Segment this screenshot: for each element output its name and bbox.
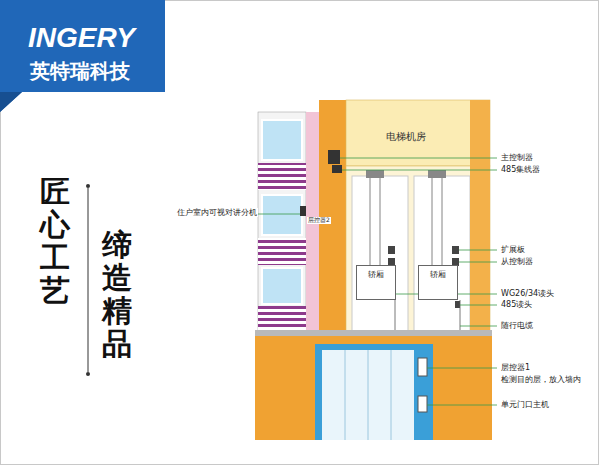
- travelling-cable: [395, 300, 396, 330]
- car-devices: [388, 246, 460, 308]
- ropes: [370, 178, 442, 265]
- floor-slab: [255, 330, 492, 336]
- elevator-car: 轿厢: [356, 265, 396, 300]
- callout-label: 住户室内可视对讲分机: [176, 208, 258, 217]
- node-label: 轿厢: [419, 269, 457, 280]
- callout-label: 层控器1: [500, 363, 531, 372]
- node-label: 轿厢: [357, 269, 395, 280]
- node-label: 电梯机房: [386, 130, 470, 144]
- machine-room: [346, 100, 490, 166]
- callout-label: 层控器2: [307, 217, 331, 224]
- orange-column: [470, 100, 490, 332]
- divider-dot: [86, 372, 90, 376]
- elevator-shaft: [414, 176, 470, 332]
- callout-label: 从控制器: [500, 257, 534, 266]
- traction-machine: [366, 170, 446, 178]
- ground-floor: [255, 336, 492, 440]
- banner-fold: [0, 92, 22, 112]
- callout-label: 主控制器: [500, 153, 534, 162]
- balconies: [258, 163, 306, 332]
- floor-controller-1: [418, 358, 427, 376]
- logo-banner: [0, 0, 165, 112]
- callout-label: 单元门口主机: [500, 400, 550, 409]
- windows: [262, 120, 302, 304]
- entrance-door: [322, 350, 414, 440]
- elevator-car: 轿厢: [418, 265, 458, 300]
- callout-label: 485读头: [500, 300, 533, 309]
- elevator-shaft: [352, 176, 408, 332]
- door-lines: [345, 350, 391, 440]
- leader-lines: [258, 158, 497, 405]
- brand-logo: INGERY: [28, 22, 135, 54]
- divider-line: [88, 188, 89, 372]
- orange-column: [319, 100, 346, 332]
- divider-dot: [86, 184, 90, 188]
- travelling-cable: [460, 300, 461, 330]
- slogan: 匠心工艺: [40, 175, 70, 307]
- residential-tower: [258, 112, 306, 332]
- callout-label: 检测目的层，放入墙内: [500, 375, 582, 384]
- machine-room-region: 电梯机房: [346, 100, 470, 150]
- slogan: 缔造精品: [102, 228, 132, 360]
- callout-label: 485集线器: [500, 165, 541, 174]
- callout-label: WG26/34读头: [500, 289, 555, 298]
- shaft-area: [346, 166, 490, 332]
- company-name: 英特瑞科技: [30, 60, 130, 83]
- callout-label: 随行电缆: [500, 321, 534, 330]
- entrance-frame: [315, 344, 433, 440]
- controller-device: [300, 150, 342, 216]
- callout-label: 扩展板: [500, 245, 526, 254]
- door-host: [418, 396, 427, 412]
